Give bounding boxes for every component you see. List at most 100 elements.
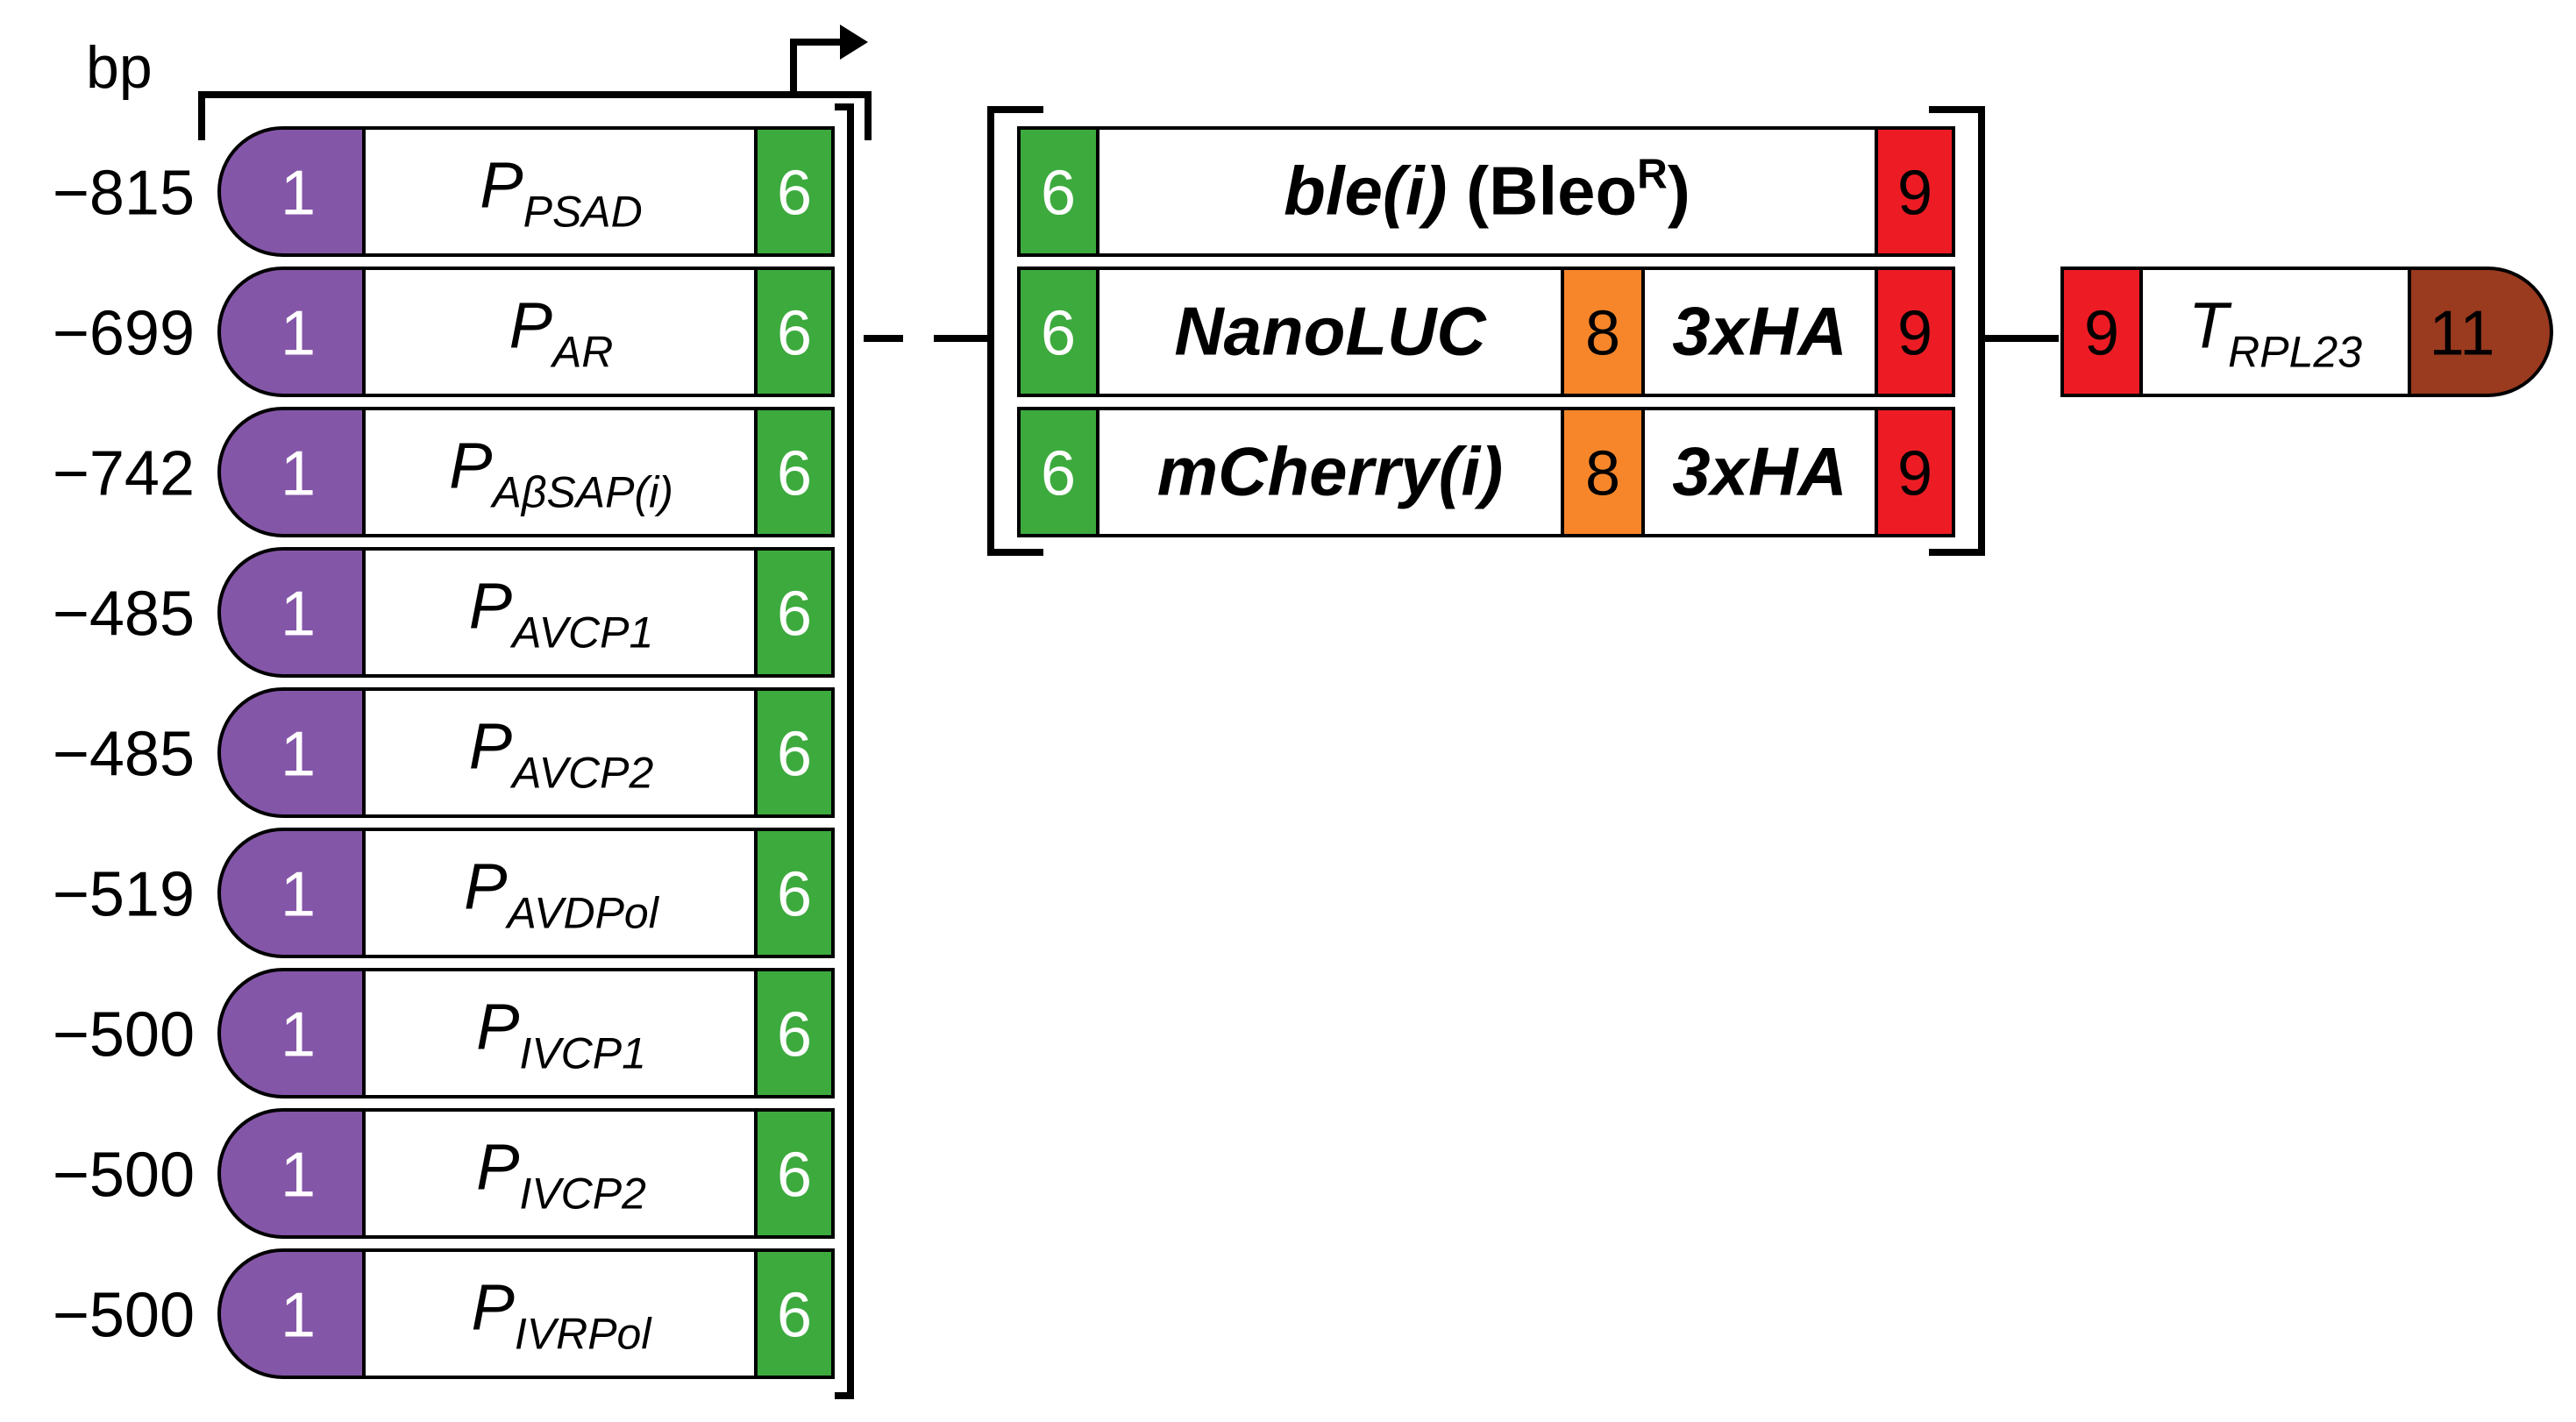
part-8-label: 8 [1585,299,1620,369]
promoter-body [362,126,758,257]
part-6-block [754,267,835,397]
part-8-label: 8 [1585,439,1620,509]
cds-gene-name: ble(i) (BleoR) [1284,152,1690,230]
part-6-block [754,1248,835,1379]
promoter-name: PIVCP1 [476,991,646,1078]
part-9-block [1875,407,1955,537]
promoter-row: −815 1 PPSAD 6 [53,126,835,257]
promoter-name: PPSAD [480,149,643,237]
part-6-label: 6 [777,1141,812,1211]
part-6-label: 6 [777,579,812,650]
part-6-block [754,1108,835,1239]
promoter-name: PAVCP2 [469,710,654,798]
tag-body [1641,267,1878,397]
terminator-name: TRPL23 [2188,289,2362,377]
part-9-label: 9 [1897,299,1932,369]
promoter-name-sub: IVRPol [515,1310,653,1359]
cds-gene-name: NanoLUC [1174,293,1487,370]
promoter-name: PAR [509,289,614,377]
part-6-label: 6 [777,439,812,509]
part-11-block [2408,267,2553,397]
promoter-name-sub: AβSAP(i) [489,468,672,517]
terminator-body [2139,267,2411,397]
promoter-name: PAVDPol [464,850,660,938]
part-1-label: 1 [281,860,316,930]
part-8-block [1561,407,1645,537]
part-6-block [754,126,835,257]
promoter-name: PAβSAP(i) [449,430,673,517]
cds-group-bracket-left [987,106,1043,556]
promoter-bp-value: −815 [53,159,195,229]
part-1-label: 1 [281,1000,316,1070]
promoter-name-main: P [509,289,552,362]
part-1-block [217,968,366,1098]
promoter-body [362,1248,758,1379]
promoter-name-sub: AVCP2 [509,749,653,798]
part-6-label: 6 [777,1281,812,1351]
cds-body [1096,267,1564,397]
promoter-name-main: P [469,570,512,643]
tag-name: 3xHA [1672,433,1847,510]
promoter-name: PIVRPol [472,1271,653,1359]
part-1-label: 1 [281,579,316,650]
promoter-name-main: P [469,710,512,783]
part-9-block [2060,267,2143,397]
part-8-block [1561,267,1645,397]
promoter-body [362,547,758,678]
part-1-block [217,547,366,678]
promoter-body [362,828,758,958]
part-1-label: 1 [281,1281,316,1351]
promoter-name-main: P [476,991,519,1063]
part-1-block [217,407,366,537]
part-1-label: 1 [281,159,316,229]
promoter-name-main: P [476,1131,519,1204]
promoter-name-main: P [472,1271,515,1344]
terminator-name-main: T [2188,289,2232,362]
promoter-bp-value: −485 [53,720,195,790]
transcription-start-arrow-icon [790,39,846,95]
part-11-label: 11 [2430,299,2495,369]
promoter-body [362,407,758,537]
promoter-bp-value: −699 [53,299,195,369]
promoter-name-main: P [464,850,507,923]
promoter-row: −500 1 PIVCP1 6 [53,968,835,1098]
cds-gene-sup: R [1637,152,1668,198]
promoter-body [362,687,758,818]
part-1-block [217,687,366,818]
tag-name: 3xHA [1672,293,1847,370]
cds-row: 6 mCherry(i) 8 3xHA 9 [1017,407,1955,537]
part-6-label: 6 [777,159,812,229]
part-6-label: 6 [777,1000,812,1070]
promoter-name-sub: IVCP1 [519,1029,646,1078]
promoter-name-main: P [480,149,523,222]
cds-gene-name: mCherry(i) [1157,433,1503,510]
part-1-label: 1 [281,1141,316,1211]
promoter-name-sub: PSAD [523,188,643,237]
part-9-label: 9 [1897,439,1932,509]
promoter-group-bracket-right [835,103,854,1399]
part-6-label: 6 [1041,439,1076,509]
part-1-block [217,1248,366,1379]
part-6-label: 6 [777,299,812,369]
promoter-name-sub: AR [550,328,613,377]
promoter-group-bracket-top [198,91,872,140]
part-1-block [217,828,366,958]
promoter-bp-value: −500 [53,1000,195,1070]
terminator-part: 9 TRPL23 11 [2060,267,2553,397]
promoter-name: PAVCP1 [469,570,654,658]
promoter-name-sub: AVDPol [505,889,660,938]
part-9-label: 9 [2084,299,2119,369]
part-1-label: 1 [281,439,316,509]
part-6-block [754,407,835,537]
part-1-label: 1 [281,720,316,790]
tag-body [1641,407,1878,537]
bp-header-label: bp [86,34,153,101]
part-6-label: 6 [777,860,812,930]
